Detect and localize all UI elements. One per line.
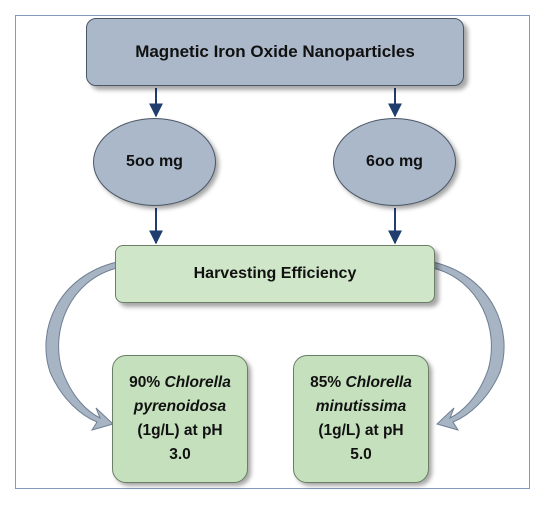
ph-value: 5.0 (350, 446, 372, 463)
harvesting-efficiency-box: Harvesting Efficiency (115, 245, 435, 303)
concentration-text: (1g/L) at pH (137, 422, 223, 439)
species-genus: Chlorella (164, 374, 231, 391)
curved-arrow-right (432, 261, 505, 431)
curved-arrow-left (45, 261, 118, 431)
result-percent: 85% (310, 374, 342, 391)
result-percent: 90% (129, 374, 161, 391)
result-box-minutissima: 85% Chlorella minutissima (1g/L) at pH 5… (293, 355, 429, 483)
species-name: pyrenoidosa (133, 398, 227, 415)
dose-600mg-ellipse: 6oo mg (333, 118, 456, 206)
species-genus: Chlorella (345, 374, 412, 391)
species-name: minutissima (315, 398, 407, 415)
dose-500mg-ellipse: 5oo mg (93, 118, 216, 206)
nanoparticles-title-box: Magnetic Iron Oxide Nanoparticles (86, 18, 464, 86)
result-box-pyrenoidosa: 90% Chlorella pyrenoidosa (1g/L) at pH 3… (112, 355, 248, 483)
ph-value: 3.0 (169, 446, 191, 463)
concentration-text: (1g/L) at pH (318, 422, 404, 439)
